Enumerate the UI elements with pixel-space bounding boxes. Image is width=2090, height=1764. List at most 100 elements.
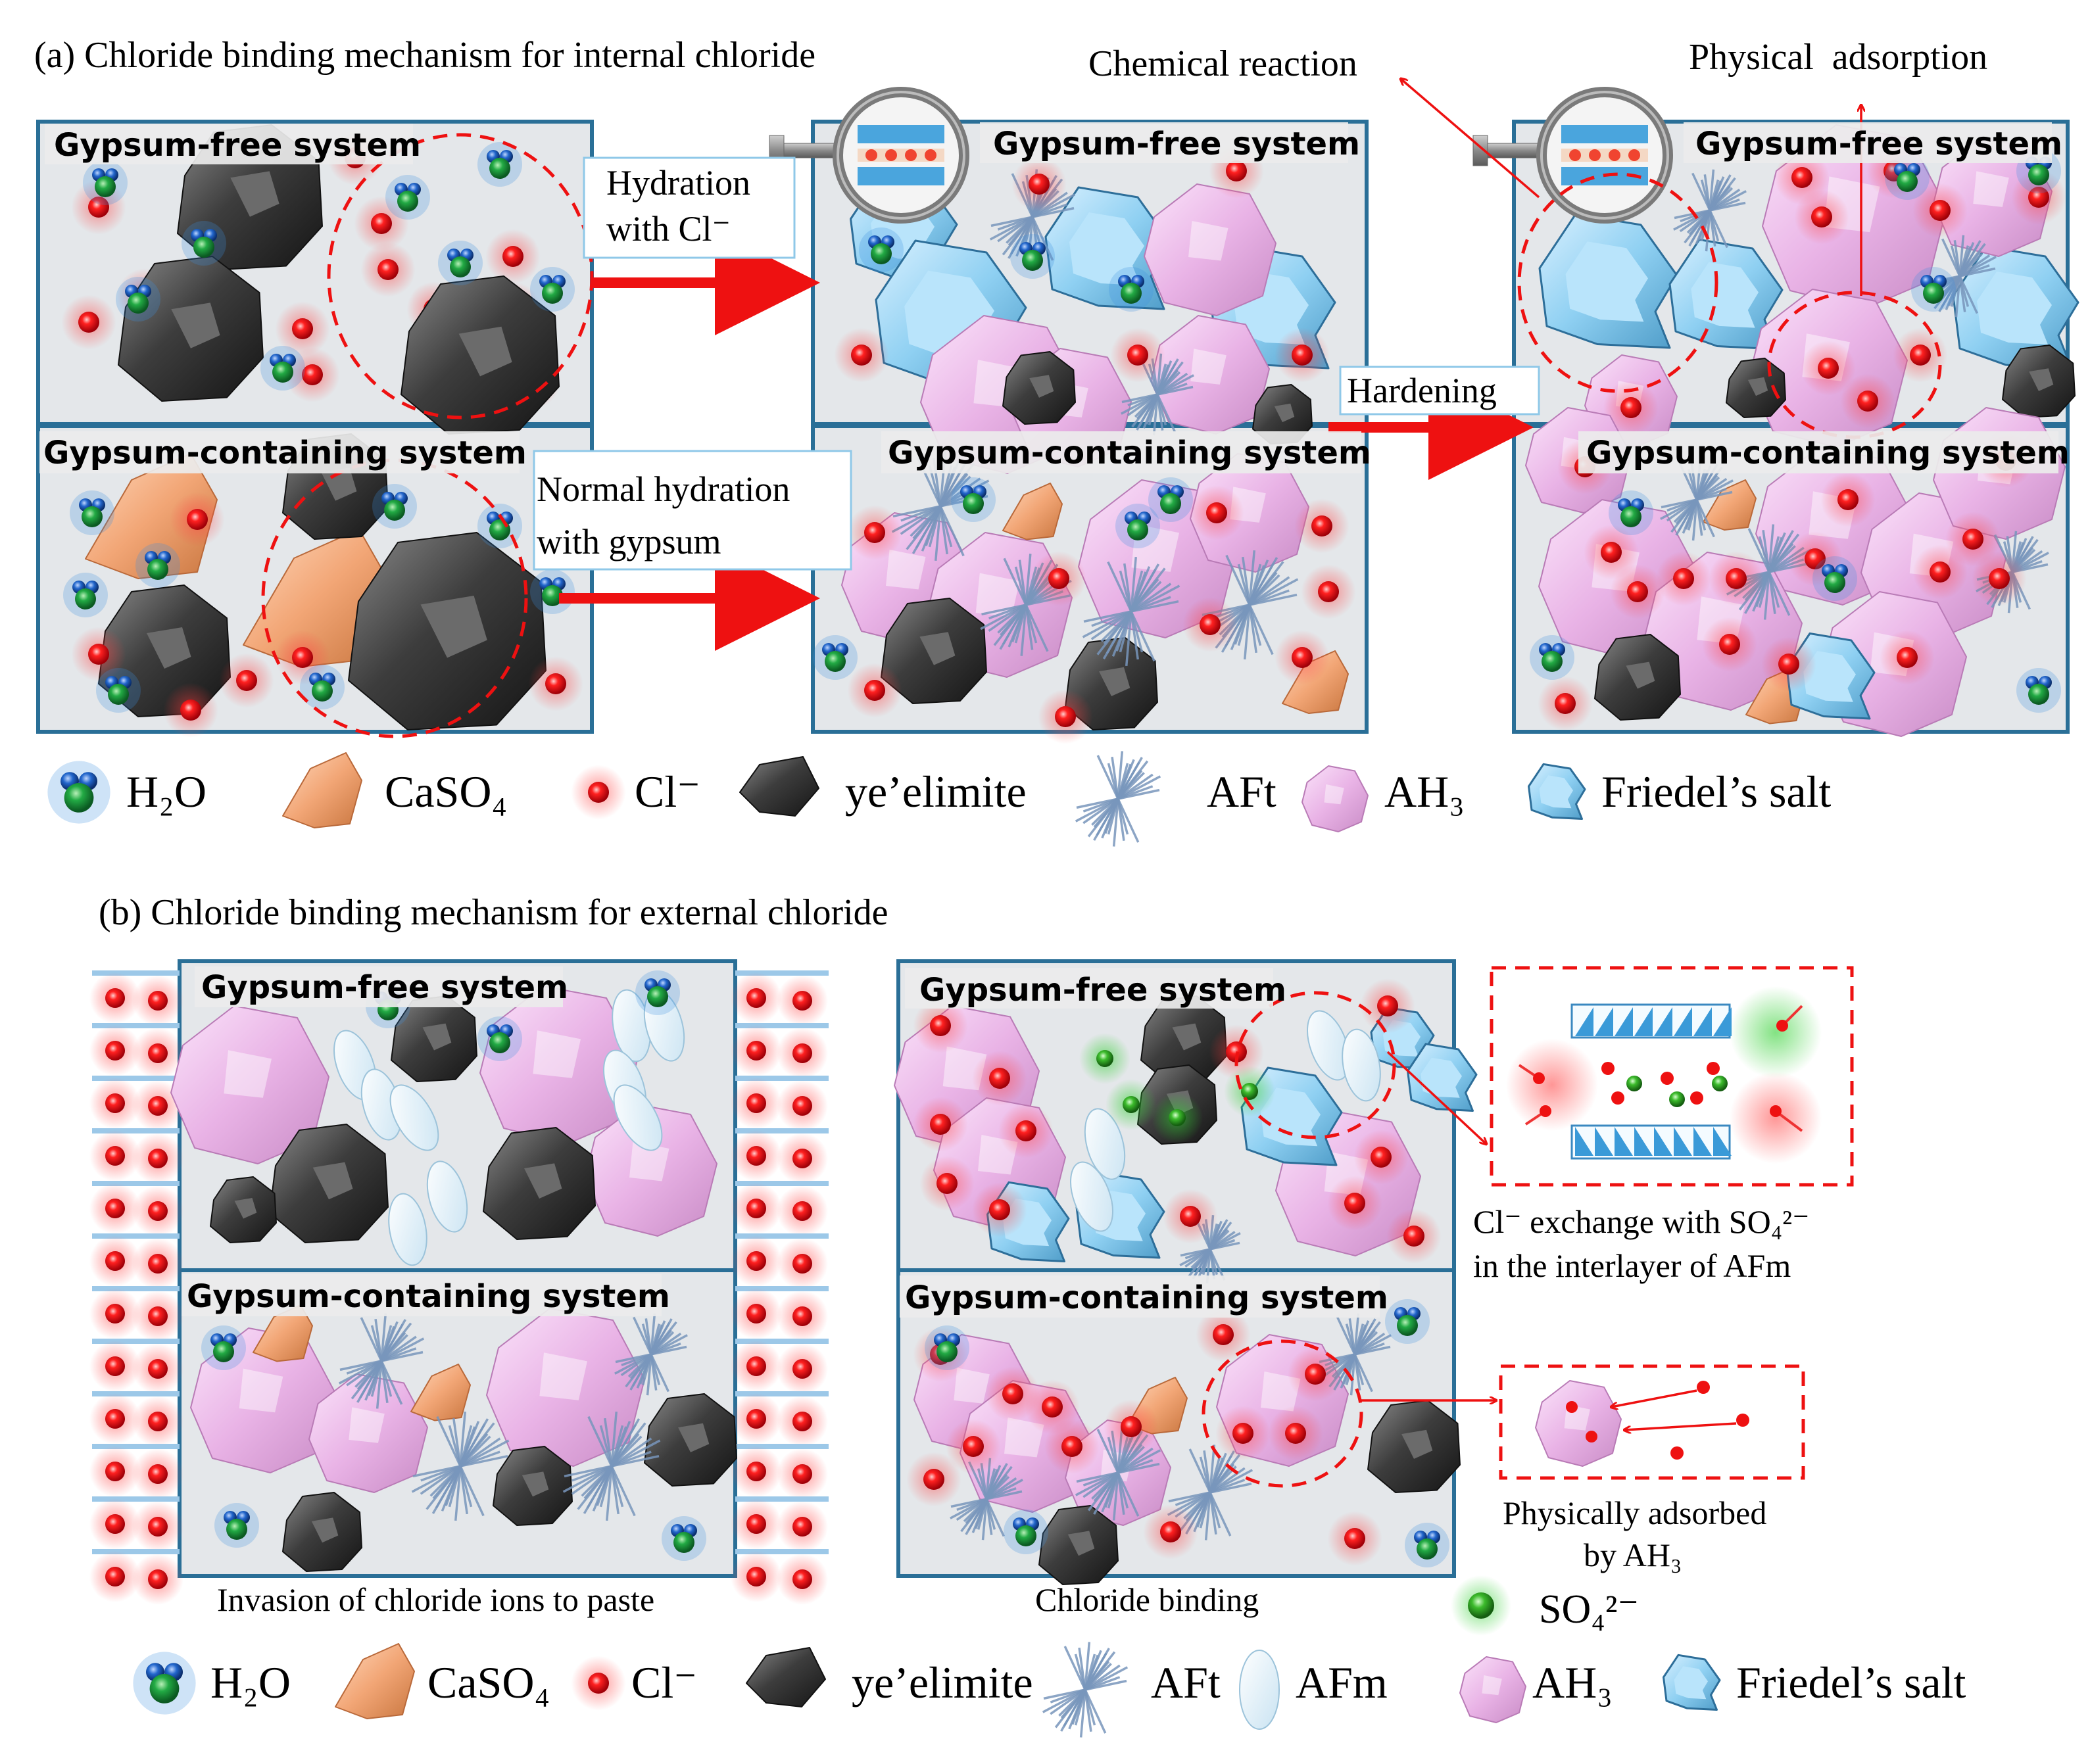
panel-label-b2-free: Gypsum-free system xyxy=(905,968,1286,1009)
chloride-ion xyxy=(360,242,416,297)
legend-label: ye’elimite xyxy=(852,1657,1033,1707)
friedels-inner xyxy=(1803,651,1856,702)
dashed-highlight-a1 xyxy=(327,133,594,419)
svg-text:Gypsum-containing system: Gypsum-containing system xyxy=(43,435,527,471)
dashed-highlight-b2-afm xyxy=(1234,991,1396,1139)
water-molecule xyxy=(1911,267,1956,312)
callout-chemical-label: Chemical reaction xyxy=(1088,43,1357,84)
inset-chloride xyxy=(1707,1062,1720,1075)
water-molecule xyxy=(951,477,996,522)
chloride-ion xyxy=(132,1133,183,1184)
caso4-body xyxy=(410,1364,471,1421)
ah3-highlight xyxy=(539,1352,587,1400)
chloride-ion xyxy=(89,1235,141,1287)
yeelimite-facet xyxy=(1067,1531,1095,1556)
dashed-highlight-a3-chem xyxy=(1517,172,1718,393)
chloride-ion xyxy=(1912,183,1968,238)
chloride-ion xyxy=(847,663,902,718)
chloride-ion xyxy=(1143,1504,1198,1560)
water-molecule xyxy=(47,761,110,824)
chloride-ion xyxy=(1327,1511,1382,1566)
caso4-body xyxy=(253,1304,313,1362)
chloride-ion xyxy=(1702,617,1757,672)
chloride-ion xyxy=(777,1554,828,1605)
chloride-ion xyxy=(777,1291,828,1342)
chloride-ion xyxy=(275,630,330,685)
aft-needle xyxy=(1185,1463,1235,1522)
yeelimite-particle xyxy=(1002,351,1076,425)
chloride-ion xyxy=(132,1396,183,1447)
friedels-salt xyxy=(1407,1043,1478,1112)
aft-needle xyxy=(1103,578,1159,645)
yeelimite-particle xyxy=(2002,345,2076,418)
chloride-ion xyxy=(777,1028,828,1079)
chloride-ion xyxy=(132,1291,183,1342)
chloride-ion xyxy=(1972,551,2027,606)
arrow-label-hardening: Hardening xyxy=(1339,366,1540,416)
chloride-ion xyxy=(1288,1347,1343,1402)
chloride-ion xyxy=(777,1343,828,1395)
chloride-ion xyxy=(847,505,902,560)
yeelimite-particle xyxy=(348,532,547,730)
inset-sulfate xyxy=(1712,1076,1728,1091)
ah3-highlight xyxy=(1190,348,1227,385)
friedels-inner xyxy=(1674,1666,1708,1700)
yeelimite-facet xyxy=(311,1517,339,1543)
ah3-highlight xyxy=(1324,784,1344,805)
afm-plate xyxy=(1084,1108,1126,1180)
legend-label: ye’elimite xyxy=(845,767,1027,817)
inset-chloride xyxy=(1601,1062,1615,1075)
water-molecule xyxy=(1609,490,1653,535)
yeelimite-facet xyxy=(524,1163,562,1199)
chloride-ion xyxy=(1584,525,1639,580)
legend-item-6: AH₃ xyxy=(1459,1656,1613,1723)
yeelimite-particle xyxy=(1367,1400,1461,1493)
panel-label-a1-free: Gypsum-free system xyxy=(45,124,421,164)
water-molecule xyxy=(859,227,904,272)
caso4-crystal xyxy=(282,752,362,828)
water-molecule xyxy=(214,1503,259,1548)
water-molecule xyxy=(1109,267,1154,312)
section-a-content xyxy=(61,79,2079,744)
chloride-ion xyxy=(731,1078,782,1129)
aft-needles-icon xyxy=(1042,1642,1129,1738)
caso4-crystal-icon xyxy=(282,752,362,828)
legend-label: H₂O xyxy=(210,1657,291,1707)
ah3-gel xyxy=(1933,137,2053,257)
aft-needles xyxy=(1075,751,1161,847)
yeelimite-facet xyxy=(1274,403,1295,423)
ah3-highlight xyxy=(349,1407,385,1443)
chloride-ion xyxy=(1880,630,1935,685)
legend-label: Friedel’s salt xyxy=(1736,1657,1966,1707)
chloride-ion xyxy=(946,1419,1001,1474)
yeelimite-facet xyxy=(312,1162,353,1200)
aft-needle xyxy=(1060,1660,1110,1719)
friedels-inner xyxy=(1565,241,1648,322)
dashed-highlight-b2-ah3 xyxy=(1202,1339,1363,1488)
chloride-ion xyxy=(89,972,141,1024)
aft-needles xyxy=(1179,1215,1241,1283)
legend-label: AFt xyxy=(1151,1657,1221,1707)
svg-text:Gypsum-free system: Gypsum-free system xyxy=(1695,126,2062,162)
chloride-ion-icon xyxy=(571,765,626,820)
chloride-ion xyxy=(1275,630,1330,685)
chloride-ion xyxy=(1761,636,1816,692)
chloride-ion xyxy=(89,1183,141,1234)
ah3-highlight xyxy=(1482,1675,1502,1696)
chloride-ion xyxy=(1656,551,1711,606)
chloride-ion xyxy=(132,1028,183,1079)
water-molecule-icon xyxy=(133,1652,196,1715)
chloride-ion xyxy=(1610,564,1665,619)
aft-needles xyxy=(1660,458,1734,541)
aft-needles xyxy=(562,1411,661,1521)
chloride-ion xyxy=(731,1025,782,1076)
water-molecule xyxy=(2016,668,2061,713)
yeelimite-facet xyxy=(171,302,220,348)
chloride-ion xyxy=(485,229,541,284)
yeelimite-particle xyxy=(401,275,560,435)
chloride-ion xyxy=(731,1498,782,1550)
water-molecule xyxy=(135,543,180,588)
friedels-salt xyxy=(1538,213,1678,349)
chloride-ion xyxy=(777,1448,828,1500)
aft-needles xyxy=(1082,556,1180,667)
